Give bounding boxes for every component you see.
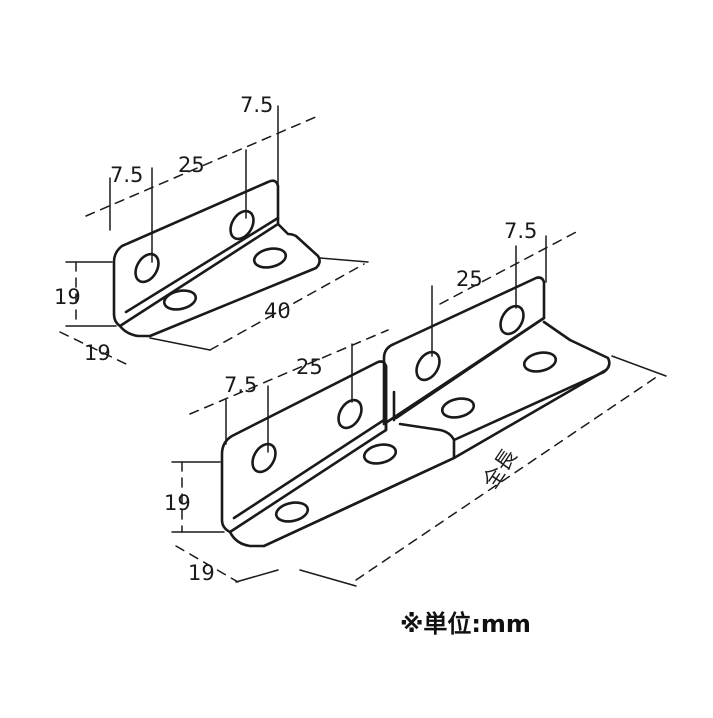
small-hole-3 <box>162 289 198 311</box>
small-hole-4 <box>252 247 288 269</box>
small-ext-length-end <box>319 257 369 263</box>
long-dim-overall <box>355 375 659 581</box>
long-hole-6 <box>362 443 398 465</box>
long-dim-line-top-right <box>439 229 581 305</box>
small-hole-2 <box>229 209 255 241</box>
small-hole-1 <box>134 252 160 284</box>
unit-note: ※単位:mm <box>400 610 531 638</box>
small-horizontal-flange <box>118 222 321 338</box>
small-bracket: 7.5 25 7.5 19 19 40 <box>54 93 369 365</box>
long-left-vertical-flange <box>220 360 388 534</box>
small-dim-depth-label: 19 <box>84 341 111 365</box>
long-left-bend-line <box>232 418 386 520</box>
long-ext-depth-end <box>235 569 279 583</box>
long-hole-2 <box>337 398 363 430</box>
long-hole-4 <box>499 304 525 336</box>
small-ext-length-start <box>149 337 211 351</box>
long-dim-left-offset: 7.5 <box>224 373 257 397</box>
small-dim-height-label: 19 <box>54 285 81 309</box>
long-dim-overall-label: 全長 <box>478 445 521 493</box>
long-right-bend-line <box>394 316 546 420</box>
long-dim-right-offset: 7.5 <box>504 219 537 243</box>
long-dim-line-top-left <box>189 329 389 415</box>
long-hole-7 <box>440 397 476 419</box>
small-vertical-flange <box>112 179 280 328</box>
long-horizontal-flange-edge <box>262 368 608 548</box>
long-hole-1 <box>251 442 277 474</box>
small-dim-line-top <box>85 115 319 217</box>
long-hole-8 <box>522 351 558 373</box>
small-dim-depth <box>59 331 127 365</box>
long-hole-3 <box>415 350 441 382</box>
small-dim-left-offset: 7.5 <box>110 163 143 187</box>
long-dim-height-label: 19 <box>164 491 191 515</box>
long-right-vertical-flange <box>382 276 546 426</box>
long-hole-5 <box>274 501 310 523</box>
small-dim-length-label: 40 <box>264 299 291 323</box>
long-dim-depth-label: 19 <box>188 561 215 585</box>
small-dim-length <box>209 263 365 351</box>
long-ext-overall-start <box>299 569 357 587</box>
long-dim-hole-pitch-left: 25 <box>296 355 323 379</box>
small-bend-line <box>124 216 280 314</box>
small-dim-top-offset: 7.5 <box>240 93 273 117</box>
long-center-seam <box>384 364 396 432</box>
small-dim-hole-pitch: 25 <box>178 153 205 177</box>
long-ext-overall-end <box>611 355 667 377</box>
long-dim-hole-pitch-right: 25 <box>456 267 483 291</box>
long-dim-depth <box>175 545 239 583</box>
long-bracket: 7.5 25 25 7.5 19 19 全長 <box>164 219 667 587</box>
